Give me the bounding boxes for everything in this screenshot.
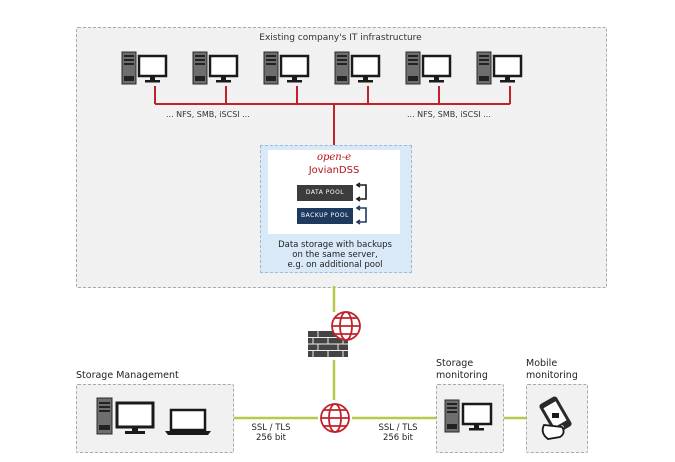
ssl-right-line-2: 256 bit [382,433,413,443]
storage-monitoring-line-1: Storage [436,358,474,369]
infrastructure-title: Existing company's IT infrastructure [259,33,422,43]
mobile-monitoring-line-2: monitoring [526,370,578,381]
storage-monitoring-line-2: monitoring [436,370,488,381]
red-network-links [154,86,511,145]
ssl-right-line-1: SSL / TLS [378,423,418,433]
jovian-dss-logo: JovianDSS [308,165,360,176]
ssl-label-right: SSL / TLS 256 bit [368,423,428,443]
globe-icon [320,403,350,433]
monitor-icon [115,401,155,434]
open-e-logo: open-e [316,152,352,163]
ssl-left-line-2: 256 bit [255,433,286,443]
backup-pool: BACKUP POOL [297,208,353,224]
caption-line-2: on the same server, [292,250,378,260]
storage-management-label: Storage Management [76,370,179,381]
mobile-monitoring-label: Mobile monitoring [526,358,578,382]
storage-monitoring-label: Storage monitoring [436,358,488,382]
globe-icon [331,311,361,341]
jovian-caption: Data storage with backups on the same se… [260,240,410,270]
green-links [232,286,526,420]
caption-line-3: e.g. on additional pool [287,260,383,270]
ssl-left-line-1: SSL / TLS [251,423,291,433]
server-icon [96,397,113,435]
sync-icon [355,205,367,225]
protocols-right: ... NFS, SMB, iSCSI ... [407,110,491,119]
caption-line-1: Data storage with backups [278,240,392,250]
laptop-icon [165,408,211,435]
data-pool: DATA POOL [297,185,353,201]
server-icon [444,399,460,433]
monitor-icon [461,402,493,431]
mobile-monitoring-line-1: Mobile [526,358,558,369]
ssl-label-left: SSL / TLS 256 bit [241,423,301,443]
protocols-left: ... NFS, SMB, iSCSI ... [166,110,250,119]
smartphone-icon [539,396,572,440]
sync-icon [355,182,367,202]
